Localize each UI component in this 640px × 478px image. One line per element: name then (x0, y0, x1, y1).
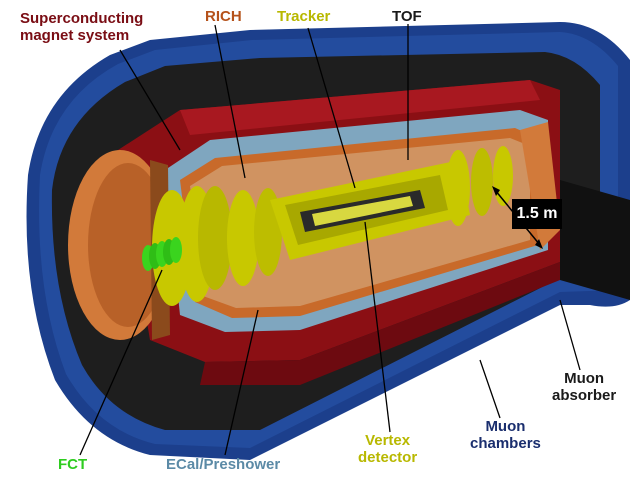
label-vertex-line1: Vertex (365, 432, 411, 449)
label-tracker: Tracker (277, 8, 331, 25)
label-magnet-line2: magnet system (20, 27, 130, 44)
label-ecal: ECal/Preshower (166, 456, 281, 473)
fct-disks (142, 237, 182, 271)
ecal-leader (224, 309, 259, 456)
magnet-leader (119, 49, 181, 151)
label-muon-chambers-line2: chambers (470, 435, 541, 452)
rich-leader (214, 24, 246, 179)
label-muon-absorber: Muon absorber (552, 370, 616, 404)
label-vertex: Vertex detector (358, 432, 417, 466)
label-magnet: Superconducting magnet system (20, 10, 143, 44)
scale-label: 1.5 m (512, 199, 562, 229)
muon-chambers-leader (479, 359, 501, 419)
leader-lines (79, 24, 581, 456)
label-magnet-line1: Superconducting (20, 10, 144, 27)
muon-absorber-leader (559, 299, 581, 371)
vertex-leader (364, 221, 391, 433)
label-tof: TOF (392, 8, 422, 25)
fct-leader (79, 269, 163, 456)
label-rich: RICH (205, 8, 242, 25)
label-muon-absorber-line1: Muon (564, 370, 605, 387)
label-vertex-line2: detector (358, 449, 418, 466)
tracker-leader (307, 27, 356, 189)
label-muon-absorber-line2: absorber (552, 387, 617, 404)
label-muon-chambers: Muon chambers (470, 418, 541, 452)
label-muon-chambers-line1: Muon (485, 418, 526, 435)
tracker-disks (152, 146, 513, 306)
label-fct: FCT (58, 456, 88, 473)
